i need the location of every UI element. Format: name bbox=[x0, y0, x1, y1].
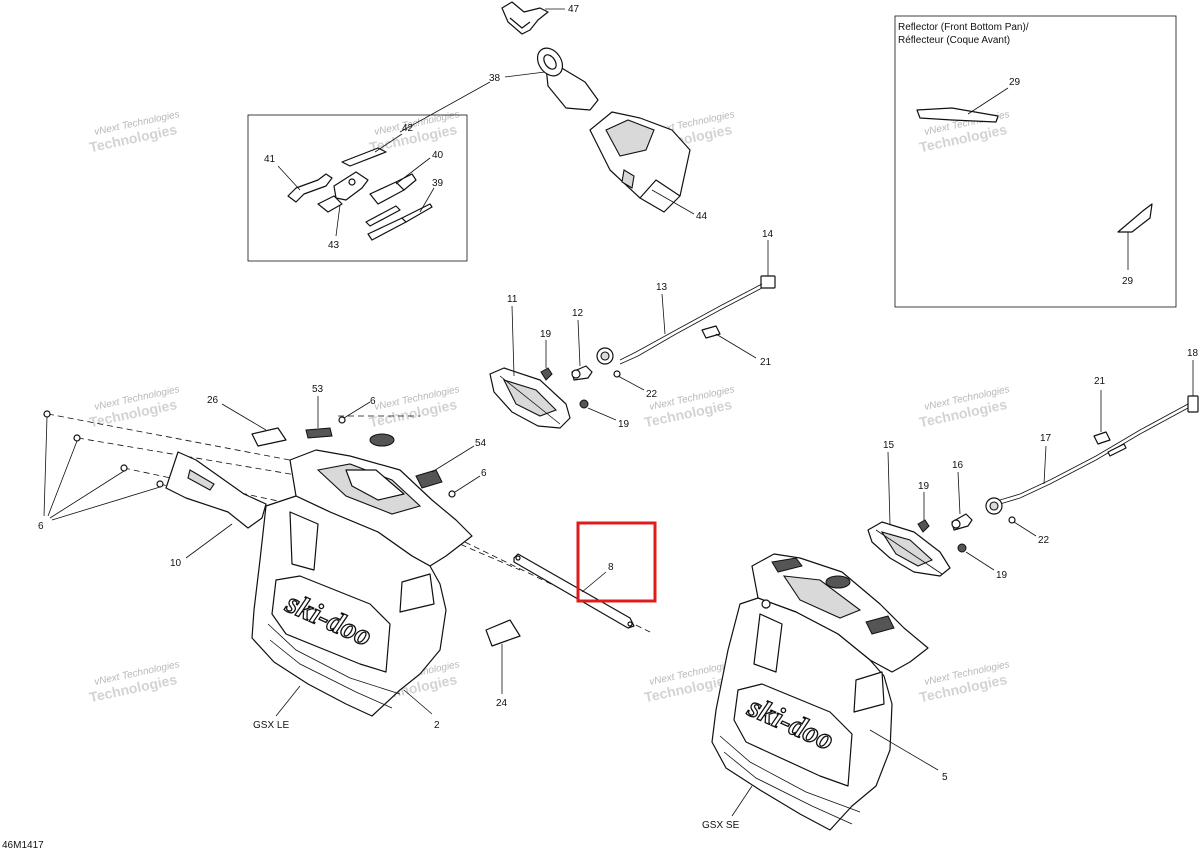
callout-13: 13 bbox=[656, 282, 668, 293]
callout-19-d: 19 bbox=[996, 570, 1008, 581]
part-29-reflector-left[interactable] bbox=[916, 107, 999, 123]
highlight-box-part-8 bbox=[576, 521, 657, 603]
callout-12: 12 bbox=[572, 308, 584, 319]
part-19-screw-d[interactable] bbox=[957, 543, 967, 553]
callout-21-left: 21 bbox=[760, 357, 772, 368]
callout-22-left: 22 bbox=[646, 389, 658, 400]
callout-8: 8 bbox=[608, 562, 614, 573]
callout-10: 10 bbox=[170, 558, 182, 569]
part-54-grille[interactable] bbox=[415, 469, 443, 489]
inset-title-line2: Réflecteur (Coque Avant) bbox=[898, 35, 1010, 46]
callout-29-bottom: 29 bbox=[1122, 276, 1134, 287]
part-21-clip-left[interactable] bbox=[701, 325, 721, 339]
part-emblem-left[interactable] bbox=[369, 433, 395, 447]
part-29-reflector-right[interactable] bbox=[1117, 203, 1153, 233]
tool-kit-box bbox=[247, 114, 468, 262]
watermark: vNext Technologies Technologies bbox=[88, 109, 181, 155]
part-socket-left[interactable] bbox=[596, 347, 614, 365]
part-22-nut-left[interactable] bbox=[613, 370, 621, 378]
callout-5: 5 bbox=[942, 772, 948, 783]
part-17-wiring-harness[interactable] bbox=[999, 403, 1189, 505]
part-38-storage-tube[interactable] bbox=[532, 43, 599, 111]
callout-16: 16 bbox=[952, 460, 964, 471]
callout-18: 18 bbox=[1187, 348, 1199, 359]
part-6-rivet-a[interactable] bbox=[43, 410, 51, 418]
part-10-bracket[interactable] bbox=[165, 451, 267, 529]
callout-42: 42 bbox=[402, 123, 414, 134]
part-15-headlight-right[interactable] bbox=[867, 521, 951, 577]
watermark: vNext Technologies Technologies bbox=[918, 384, 1011, 430]
callout-43: 43 bbox=[328, 240, 340, 251]
part-6-rivet-mid[interactable] bbox=[448, 490, 456, 498]
part-41-wrench[interactable] bbox=[287, 173, 333, 203]
part-21-clip-right[interactable] bbox=[1093, 431, 1111, 445]
part-19-screw-b[interactable] bbox=[579, 399, 589, 409]
part-socket-right[interactable] bbox=[985, 497, 1003, 515]
callout-2: 2 bbox=[434, 720, 440, 731]
part-6-rivet-top[interactable] bbox=[338, 416, 346, 424]
callout-29-top: 29 bbox=[1009, 77, 1021, 88]
part-13-wiring-harness[interactable] bbox=[619, 283, 763, 365]
model-label-gsx-se: GSX SE bbox=[702, 820, 740, 831]
callout-47: 47 bbox=[568, 4, 580, 15]
part-47-clip[interactable] bbox=[501, 1, 549, 35]
part-22-nut-right[interactable] bbox=[1008, 516, 1016, 524]
part-44-headlight-housing[interactable] bbox=[589, 111, 691, 213]
part-19-screw-c[interactable] bbox=[917, 519, 930, 533]
part-24-reflector[interactable] bbox=[485, 619, 521, 647]
part-18-connector[interactable] bbox=[1187, 395, 1199, 413]
part-42-key[interactable] bbox=[341, 147, 387, 167]
watermark: vNext Technologies Technologies bbox=[88, 659, 181, 705]
callout-14: 14 bbox=[762, 229, 774, 240]
part-53-decal[interactable] bbox=[305, 427, 333, 439]
watermark: vNext Technologies Technologies bbox=[88, 384, 181, 430]
part-16-bulb[interactable] bbox=[951, 513, 973, 531]
callout-6-top: 6 bbox=[370, 396, 376, 407]
callout-6-left: 6 bbox=[38, 521, 44, 532]
model-label-gsx-le: GSX LE bbox=[253, 720, 289, 731]
part-11-headlight-left[interactable] bbox=[489, 367, 571, 429]
callout-21-right: 21 bbox=[1094, 376, 1106, 387]
part-14-connector[interactable] bbox=[760, 275, 776, 289]
callout-44: 44 bbox=[696, 211, 708, 222]
part-8-trim-strip[interactable] bbox=[513, 553, 635, 629]
callout-6-mid: 6 bbox=[481, 468, 487, 479]
callout-39: 39 bbox=[432, 178, 444, 189]
part-43-spark-plug-tool[interactable] bbox=[317, 171, 369, 213]
part-6-rivet-b[interactable] bbox=[73, 434, 81, 442]
callout-38: 38 bbox=[489, 73, 501, 84]
callout-22-right: 22 bbox=[1038, 535, 1050, 546]
part-12-bulb[interactable] bbox=[571, 365, 593, 381]
callout-26: 26 bbox=[207, 395, 219, 406]
reflector-inset-box bbox=[894, 15, 1177, 308]
callout-19-b: 19 bbox=[618, 419, 630, 430]
part-19-screw-a[interactable] bbox=[540, 367, 553, 381]
callout-11: 11 bbox=[507, 294, 518, 305]
callout-41: 41 bbox=[264, 154, 276, 165]
callout-15: 15 bbox=[883, 440, 895, 451]
part-6-rivet-d[interactable] bbox=[156, 480, 164, 488]
watermark: vNext Technologies Technologies bbox=[368, 384, 461, 430]
callout-53: 53 bbox=[312, 384, 324, 395]
watermark: vNext Technologies Technologies bbox=[918, 659, 1011, 705]
callout-40: 40 bbox=[432, 150, 444, 161]
part-26-reflector[interactable] bbox=[251, 427, 287, 447]
part-40-spark-plug[interactable] bbox=[369, 173, 417, 205]
callout-17: 17 bbox=[1040, 433, 1052, 444]
callout-19-a: 19 bbox=[540, 329, 552, 340]
part-6-rivet-c[interactable] bbox=[120, 464, 128, 472]
callout-19-c: 19 bbox=[918, 481, 930, 492]
callout-24: 24 bbox=[496, 698, 508, 709]
inset-title-line1: Reflector (Front Bottom Pan)/ bbox=[898, 22, 1029, 33]
part-39-screwdriver[interactable] bbox=[365, 203, 433, 241]
diagram-id: 46M1417 bbox=[2, 840, 44, 851]
part-5-front-pan-gsx-se[interactable] bbox=[711, 553, 929, 831]
part-2-front-pan-gsx-le[interactable] bbox=[251, 449, 473, 717]
callout-54: 54 bbox=[475, 438, 487, 449]
